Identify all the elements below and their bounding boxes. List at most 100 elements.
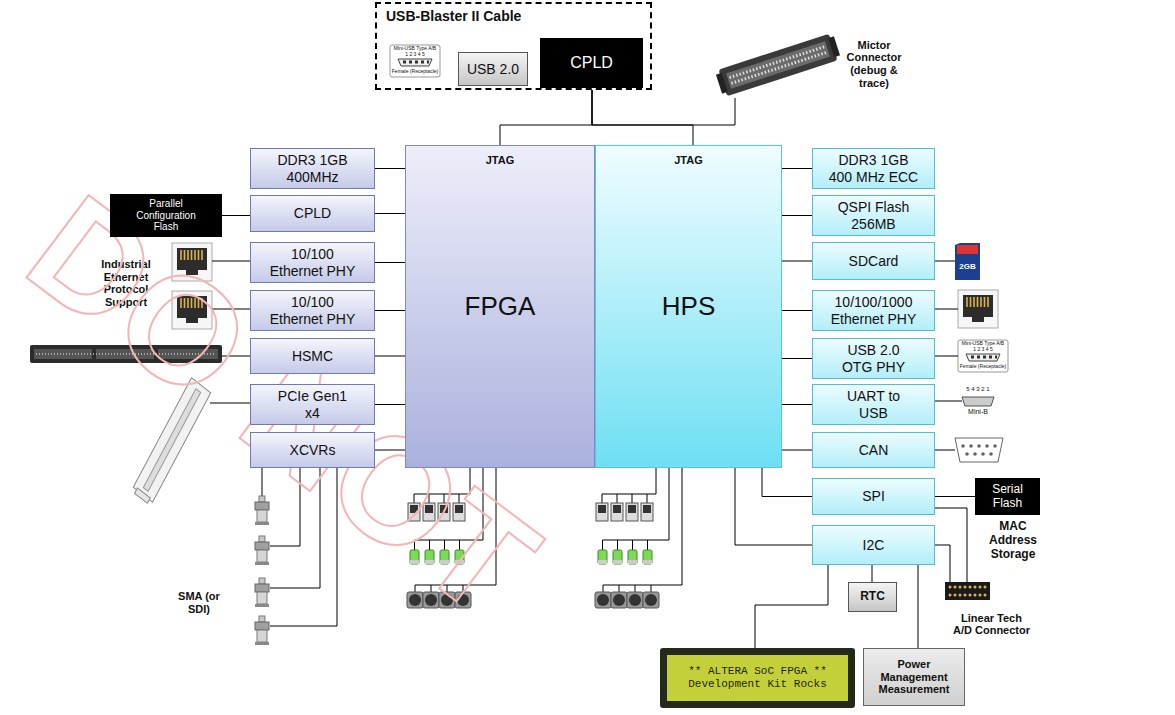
connector — [782, 310, 812, 311]
sma-connector — [255, 578, 269, 607]
dip-switch — [596, 503, 608, 521]
flash-box: Serial Flash — [975, 478, 1040, 515]
ad-connector-picture — [949, 594, 952, 597]
wire — [935, 309, 958, 310]
flash-box: QSPI Flash 256MB — [812, 195, 935, 236]
connector-caption: Mini-USB Type A/B — [390, 46, 440, 52]
connector — [762, 468, 812, 497]
phy-box: USB 2.0 OTG PHY — [812, 338, 935, 379]
power-box: Power Management Measurement — [863, 648, 965, 706]
box-label: CAN — [859, 442, 889, 458]
wire — [935, 401, 962, 402]
mictor-connector: Mictor Connector (debug & trace) — [712, 30, 905, 98]
wire — [935, 261, 955, 262]
push-button — [595, 592, 611, 608]
db9-connector — [955, 438, 1003, 462]
note-label: MAC Address Storage — [982, 520, 1044, 561]
connector — [782, 215, 812, 216]
ad-connector-picture — [949, 586, 952, 589]
connector — [782, 450, 812, 451]
mini-usb-icon — [958, 340, 1008, 372]
dip-switch — [626, 503, 638, 521]
connector — [935, 508, 967, 582]
box-label: Mictor Connector (debug & trace) — [843, 39, 905, 90]
sma-connector — [255, 616, 269, 645]
connector — [782, 168, 812, 169]
connector — [375, 356, 405, 357]
box-label: Power Management Measurement — [874, 658, 954, 696]
chip-title: FPGA — [406, 292, 594, 322]
sd-card-picture — [955, 243, 980, 280]
pin-numbers: 5 4 3 2 1 — [956, 386, 1000, 393]
db9-connector — [961, 444, 965, 448]
box-label: Development Kit Rocks — [688, 678, 827, 691]
ad-connector-picture — [979, 586, 982, 589]
db9-connector — [969, 444, 973, 448]
box-label: 10/100/1000 Ethernet PHY — [828, 294, 920, 326]
db9-connector — [985, 444, 989, 448]
box-label: QSPI Flash 256MB — [828, 199, 920, 231]
hps-block: JTAGHPS — [595, 145, 782, 468]
connector — [375, 168, 405, 169]
ad-connector-picture — [949, 586, 987, 597]
connector — [375, 213, 405, 214]
fpga-block: JTAG FPGA — [405, 145, 595, 468]
ad-connector-picture — [964, 586, 967, 589]
db9-connector — [989, 452, 993, 456]
box-label: HSMC — [292, 348, 333, 364]
pcie-slot-picture — [135, 488, 151, 503]
sd-card-picture — [957, 245, 978, 254]
sma-connector — [255, 536, 269, 565]
box-label: 10/100 Ethernet PHY — [267, 246, 359, 278]
pin-numbers: 1 2 3 4 5 — [390, 52, 440, 58]
box-label: I2C — [863, 537, 885, 553]
connector — [735, 468, 812, 545]
db9-connector — [977, 444, 981, 448]
can-box: CAN — [812, 432, 935, 468]
db9-connector — [981, 452, 985, 456]
memory-box: DDR3 1GB 400MHz — [250, 148, 375, 189]
box-label: SDCard — [849, 253, 899, 269]
ad-connector-picture — [979, 594, 982, 597]
ad-connector-picture — [959, 594, 962, 597]
connector — [782, 261, 812, 262]
note-label: SMA (or SDI) — [168, 590, 230, 615]
box-label: RTC — [860, 590, 885, 604]
chip-title: HPS — [596, 292, 781, 322]
push-button — [643, 592, 659, 608]
connector — [935, 545, 950, 582]
connector — [918, 565, 919, 648]
led-icon — [643, 550, 652, 564]
push-button — [611, 592, 627, 608]
box-label: CPLD — [570, 54, 613, 72]
card-capacity: 2GB — [955, 262, 980, 271]
box-label: SPI — [862, 488, 885, 504]
connector — [782, 358, 812, 359]
connector — [375, 262, 405, 263]
phy-box: 10/100 Ethernet PHY — [250, 242, 375, 283]
connector — [222, 215, 250, 216]
sd-card-picture — [955, 243, 980, 280]
ad-connector-picture — [945, 582, 990, 600]
connector — [592, 90, 693, 145]
mini-usb-icon — [390, 45, 440, 77]
box-label: Linear Tech A/D Connector — [951, 612, 1033, 637]
port-label: JTAG — [406, 154, 594, 167]
box-label: Serial Flash — [988, 483, 1028, 511]
box-label: DDR3 1GB 400MHz — [267, 152, 359, 184]
box-label: XCVRs — [290, 442, 336, 458]
mictor-connector-picture — [731, 52, 826, 83]
ad-connector-picture — [969, 586, 972, 589]
xcvr-box: XCVRs — [250, 432, 375, 468]
box-label: ** ALTERA SoC FPGA ** — [688, 665, 827, 678]
db9-connector — [955, 438, 1003, 462]
i2c-box: I2C — [812, 525, 935, 565]
box-label: DDR3 1GB 400 MHz ECC — [828, 152, 920, 184]
connector-caption: Mini-B — [956, 408, 1000, 416]
db9-connector — [965, 452, 969, 456]
ad-connector-picture — [974, 586, 977, 589]
uart-box: UART to USB — [812, 384, 935, 425]
rtc-box: RTC — [848, 582, 897, 612]
hsmc-box: HSMC — [250, 338, 375, 374]
mictor-connector-picture — [715, 33, 842, 98]
